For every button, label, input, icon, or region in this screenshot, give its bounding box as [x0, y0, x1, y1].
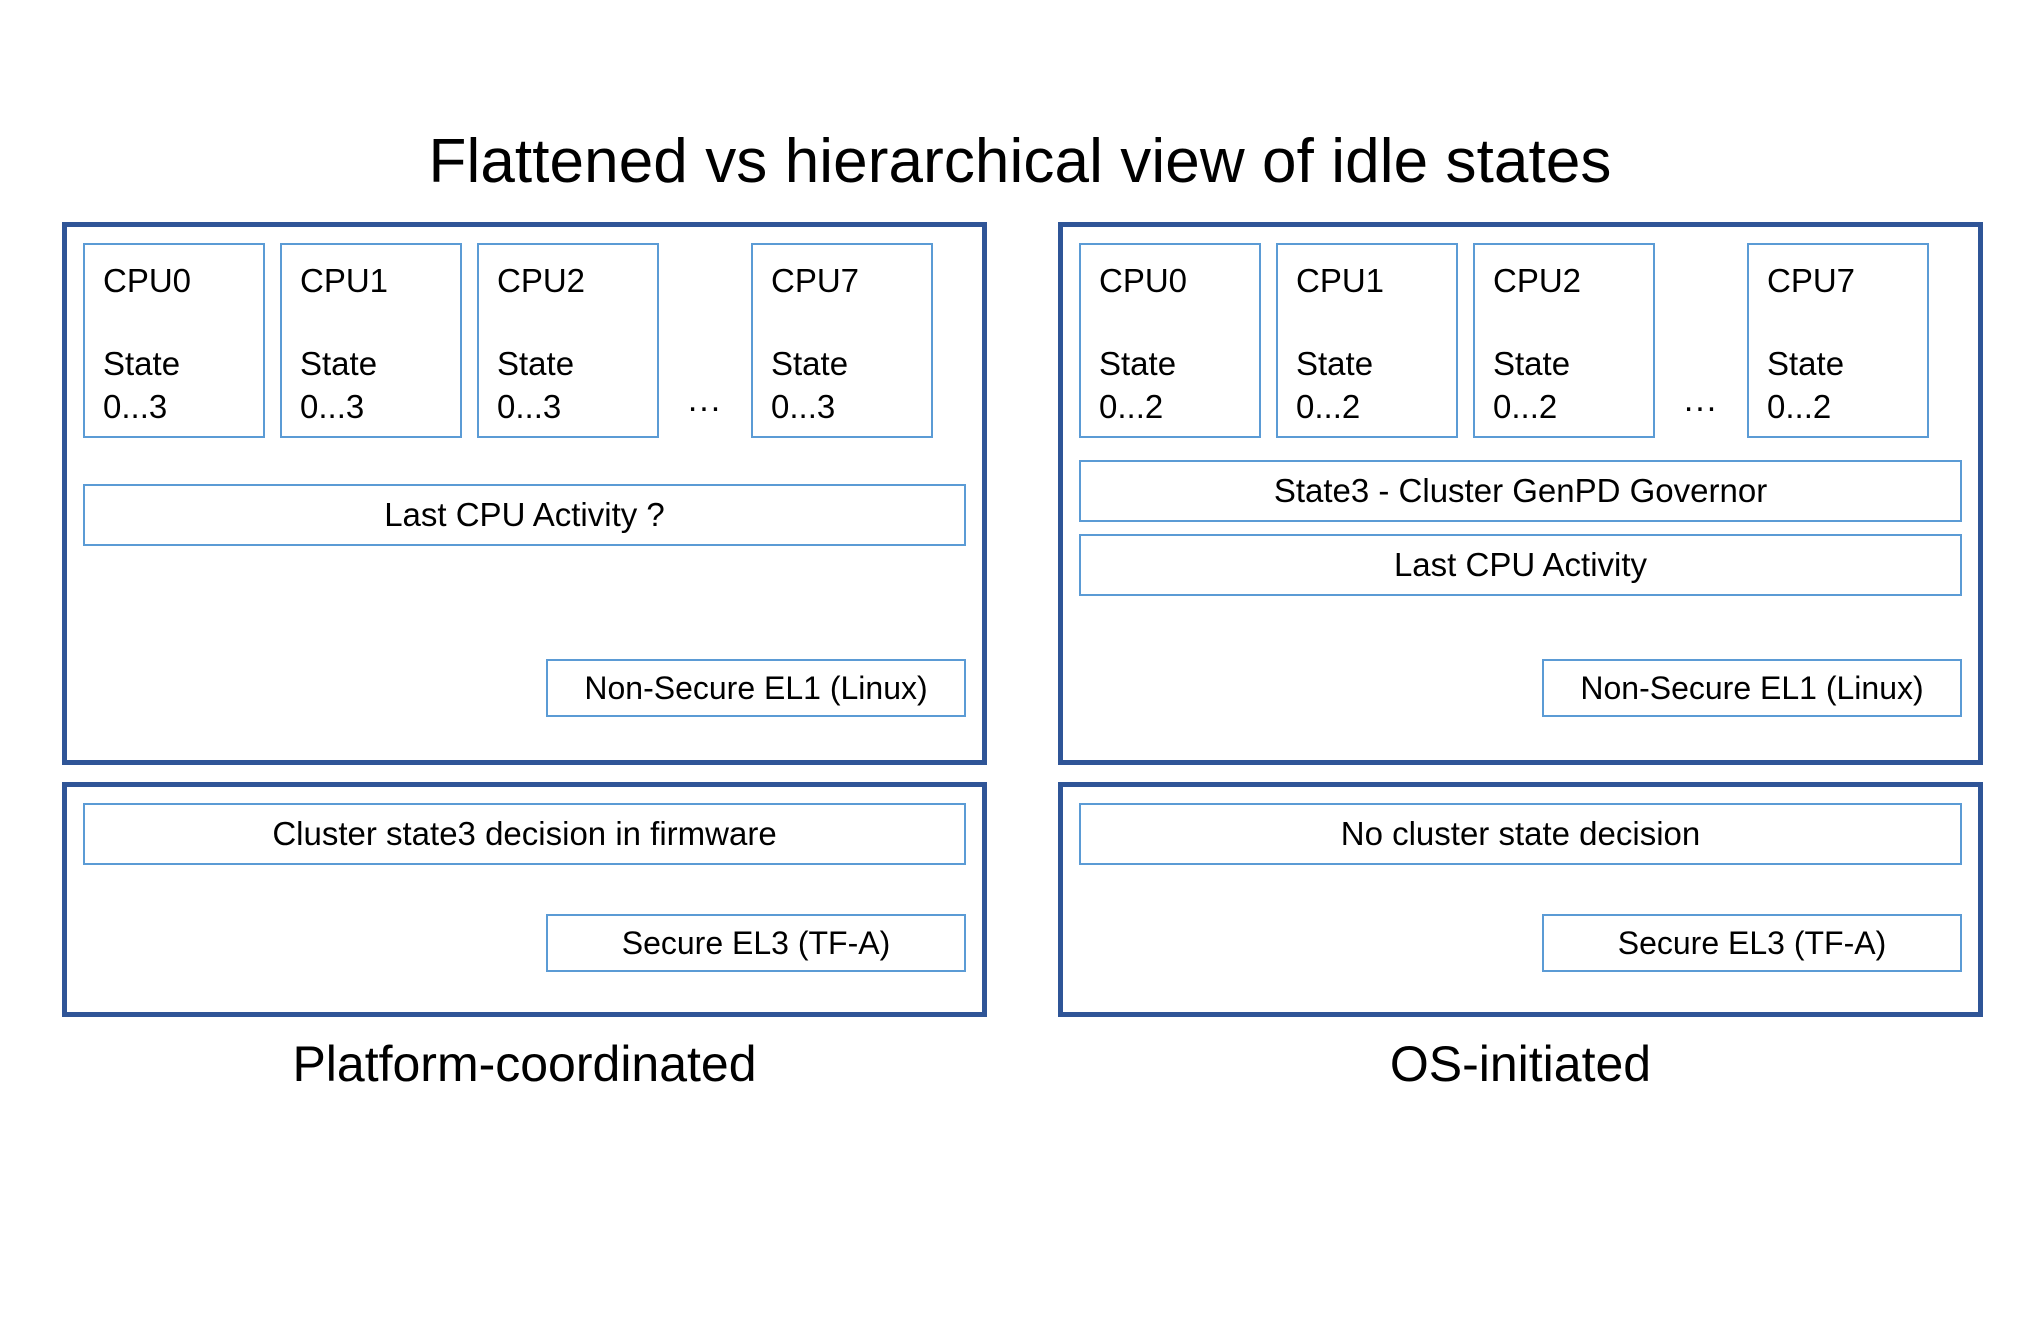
state-word: State	[1493, 345, 1571, 382]
state-word: State	[1099, 345, 1177, 382]
cpu-box-cpu7-left: CPU7 State 0...3	[751, 243, 933, 438]
state-word: State	[300, 345, 378, 382]
state-range: 0...3	[300, 388, 365, 425]
cpu-label: CPU1	[1296, 262, 1385, 299]
state-range: 0...2	[1296, 388, 1361, 425]
cpu-label: CPU7	[771, 262, 860, 299]
secure-el3-box-right: Secure EL3 (TF-A)	[1542, 914, 1962, 972]
cpu-box-cpu2-left: CPU2 State 0...3	[477, 243, 659, 438]
cpu-box-cpu0-left: CPU0 State 0...3	[83, 243, 265, 438]
left-cpu-row: CPU0 State 0...3 CPU1 State 0...3 CPU2 Sta…	[83, 243, 966, 438]
last-cpu-activity-bar-left: Last CPU Activity ?	[83, 484, 966, 546]
cpu-label: CPU7	[1767, 262, 1856, 299]
state-range: 0...3	[103, 388, 168, 425]
state-range: 0...2	[1767, 388, 1832, 425]
cpu-state-label: State 0...3	[300, 342, 460, 428]
cpu-box-cpu1-left: CPU1 State 0...3	[280, 243, 462, 438]
cpu-box-cpu2-right: CPU2 State 0...2	[1473, 243, 1655, 438]
cpu-label: CPU1	[300, 262, 389, 299]
right-non-secure-panel: CPU0 State 0...2 CPU1 State 0...2 CPU2 Sta…	[1058, 222, 1983, 765]
state-word: State	[103, 345, 181, 382]
state-range: 0...2	[1099, 388, 1164, 425]
cpu-state-label: State 0...3	[497, 342, 657, 428]
platform-coordinated-column: CPU0 State 0...3 CPU1 State 0...3 CPU2 Sta…	[62, 222, 987, 1095]
cpu-state-label: State 0...2	[1099, 342, 1259, 428]
cpu-state-label: State 0...3	[103, 342, 263, 428]
state-word: State	[1767, 345, 1845, 382]
cpu-label: CPU0	[103, 262, 192, 299]
cluster-decision-bar-right: No cluster state decision	[1079, 803, 1962, 865]
cpu-box-cpu7-right: CPU7 State 0...2	[1747, 243, 1929, 438]
cpu-state-label: State 0...3	[771, 342, 931, 428]
cpu-ellipsis-right: ...	[1683, 381, 1719, 419]
cpu-state-label: State 0...2	[1296, 342, 1456, 428]
non-secure-el1-box-right: Non-Secure EL1 (Linux)	[1542, 659, 1962, 717]
right-secure-panel: No cluster state decision Secure EL3 (TF…	[1058, 782, 1983, 1017]
page-title: Flattened vs hierarchical view of idle s…	[428, 127, 1612, 196]
state-word: State	[1296, 345, 1374, 382]
state-word: State	[771, 345, 849, 382]
last-cpu-activity-bar-right: Last CPU Activity	[1079, 534, 1962, 596]
state-word: State	[497, 345, 575, 382]
state-range: 0...3	[497, 388, 562, 425]
cpu-state-label: State 0...2	[1493, 342, 1653, 428]
cpu-ellipsis-left: ...	[687, 381, 723, 419]
cpu-state-label: State 0...2	[1767, 342, 1927, 428]
cluster-decision-bar-left: Cluster state3 decision in firmware	[83, 803, 966, 865]
cpu-box-cpu1-right: CPU1 State 0...2	[1276, 243, 1458, 438]
state-range: 0...2	[1493, 388, 1558, 425]
state-range: 0...3	[771, 388, 836, 425]
left-secure-panel: Cluster state3 decision in firmware Secu…	[62, 782, 987, 1017]
cpu-box-cpu0-right: CPU0 State 0...2	[1079, 243, 1261, 438]
secure-el3-box-left: Secure EL3 (TF-A)	[546, 914, 966, 972]
cpu-label: CPU2	[497, 262, 586, 299]
os-initiated-column: CPU0 State 0...2 CPU1 State 0...2 CPU2 Sta…	[1058, 222, 1983, 1095]
cpu-label: CPU0	[1099, 262, 1188, 299]
caption-platform-coordinated: Platform-coordinated	[292, 1036, 757, 1092]
cpu-label: CPU2	[1493, 262, 1582, 299]
caption-os-initiated: OS-initiated	[1389, 1036, 1652, 1092]
non-secure-el1-box-left: Non-Secure EL1 (Linux)	[546, 659, 966, 717]
cluster-genpd-governor-bar: State3 - Cluster GenPD Governor	[1079, 460, 1962, 522]
left-non-secure-panel: CPU0 State 0...3 CPU1 State 0...3 CPU2 Sta…	[62, 222, 987, 765]
right-cpu-row: CPU0 State 0...2 CPU1 State 0...2 CPU2 Sta…	[1079, 243, 1962, 438]
